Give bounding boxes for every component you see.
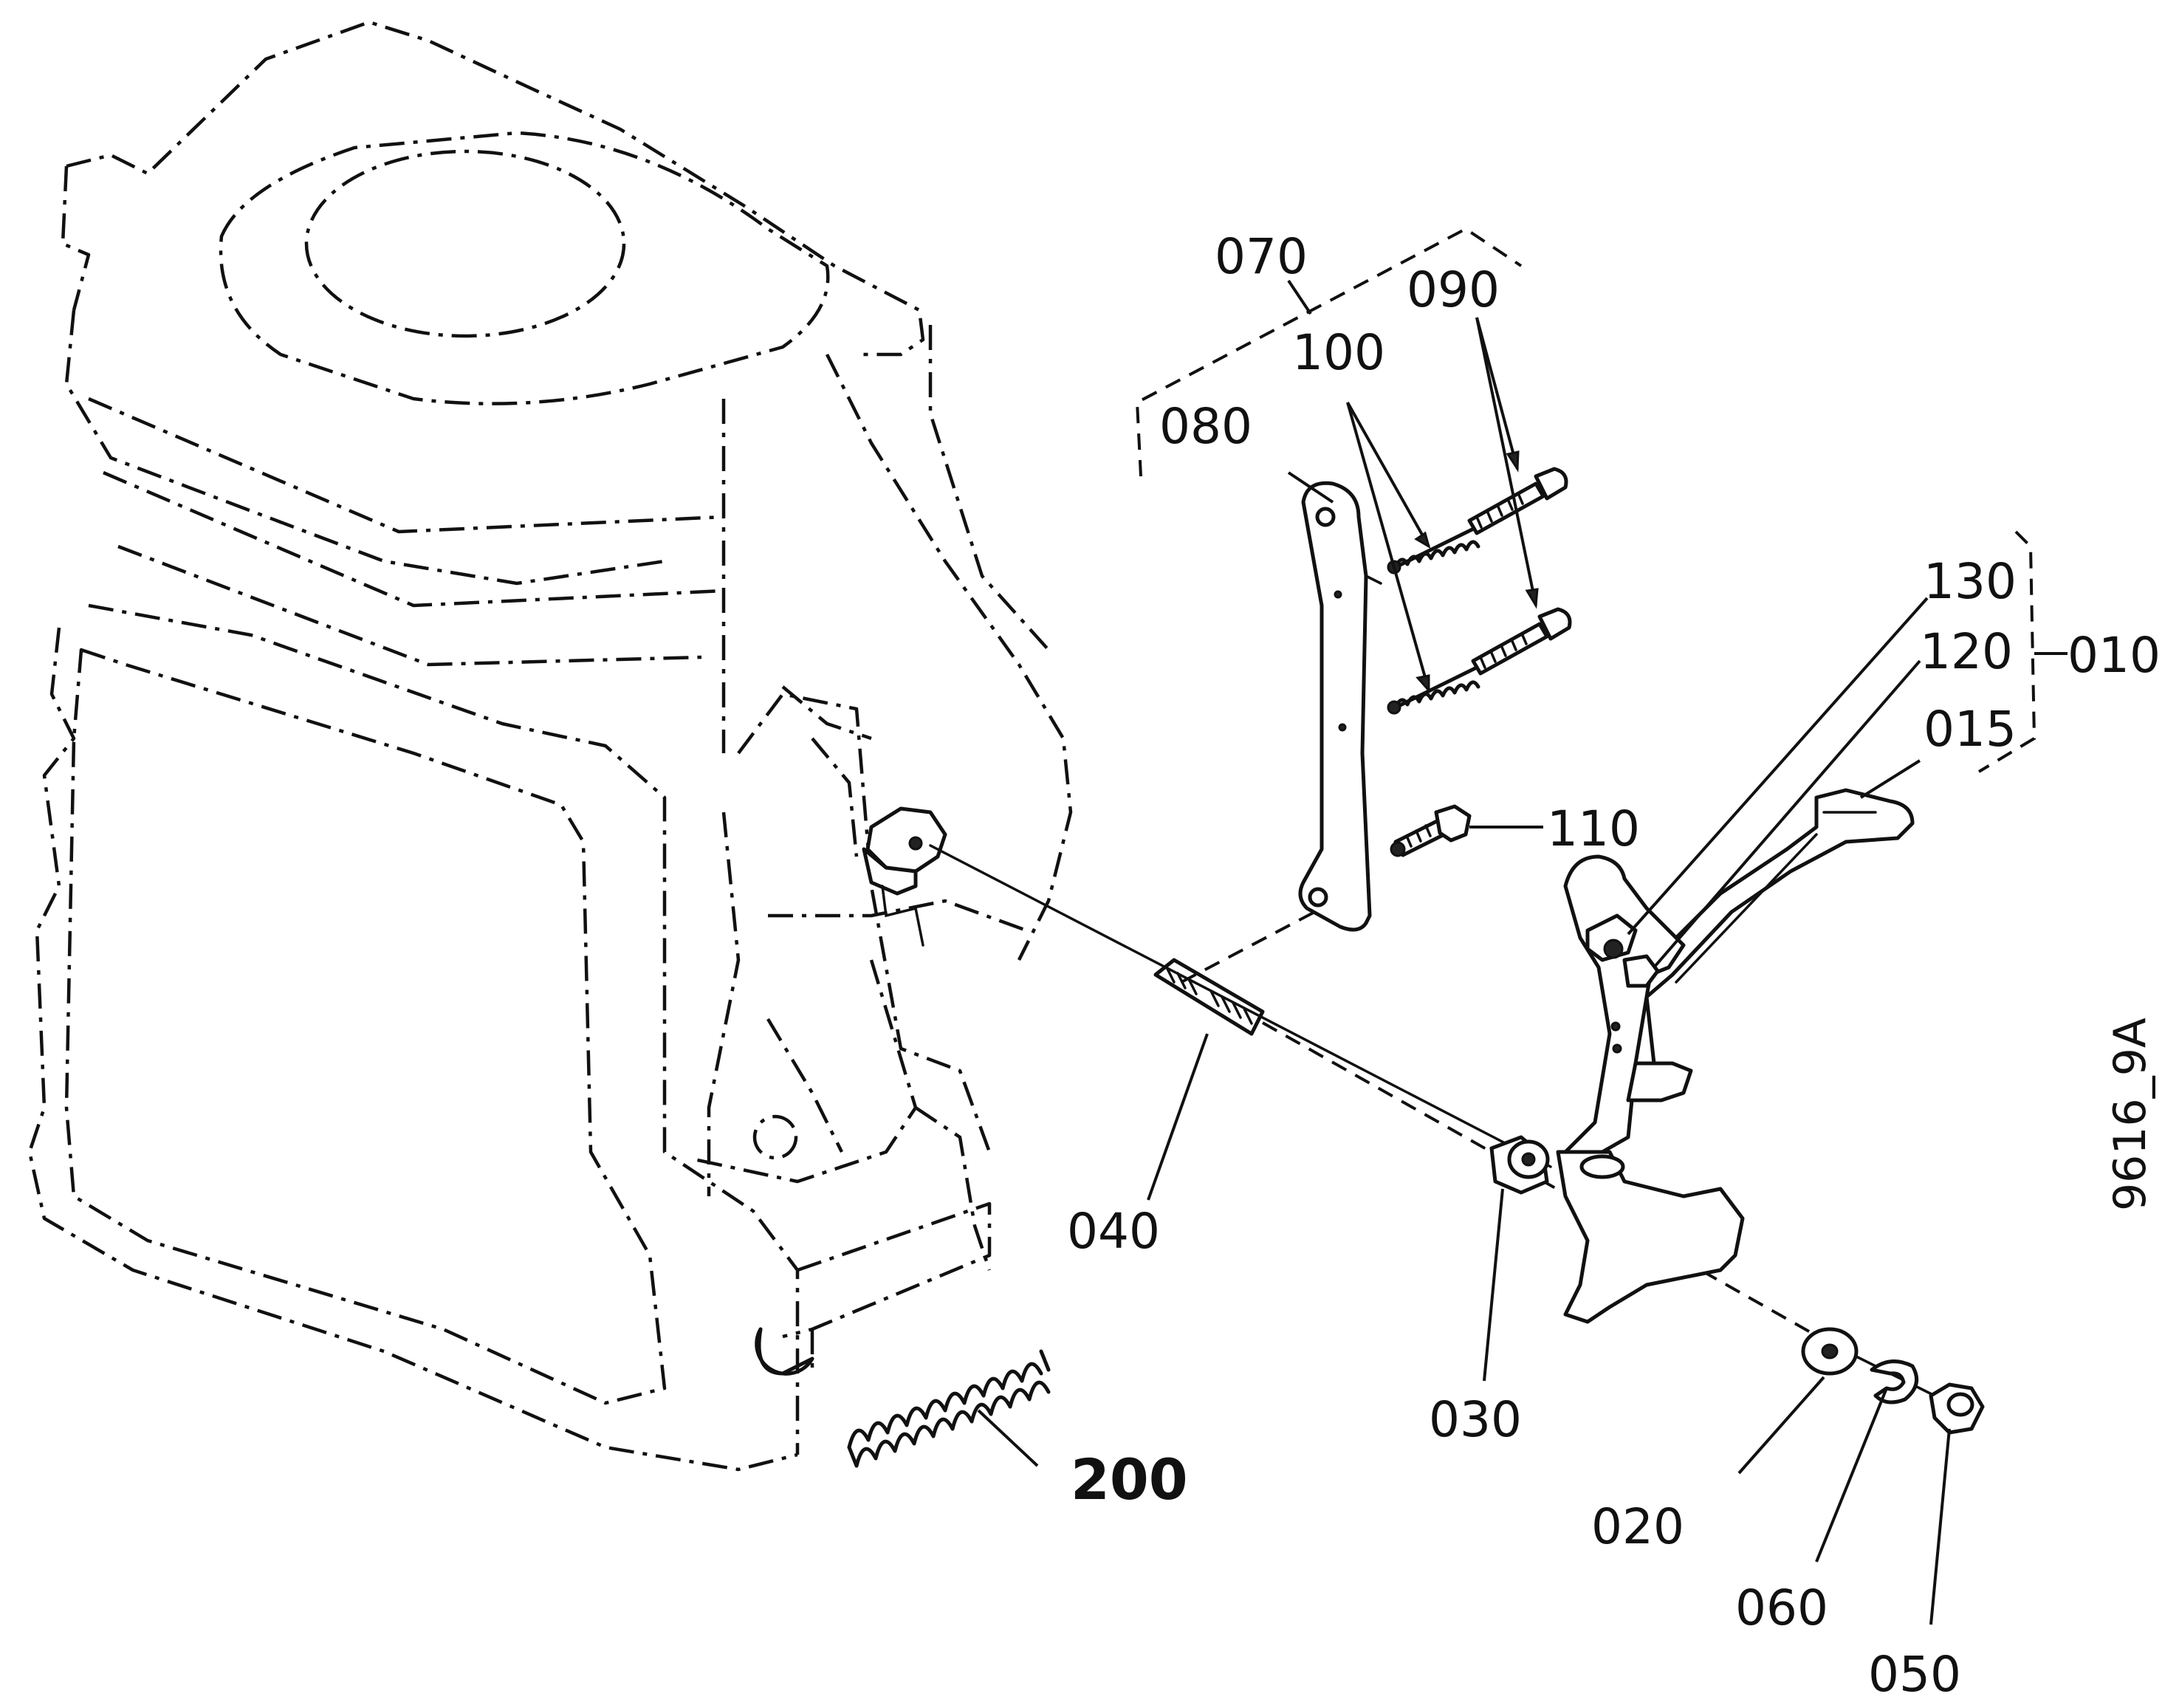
spring-washer-060	[1870, 1359, 1919, 1405]
engine-block-phantom	[27, 20, 1073, 1472]
label-020: 020	[1591, 1498, 1684, 1555]
spring-200	[847, 1349, 1051, 1468]
assembly-bracket-070	[1135, 227, 1523, 477]
nut-050	[1929, 1382, 1985, 1435]
label-120: 120	[1920, 623, 2013, 680]
bolt-110	[1390, 804, 1472, 857]
label-040: 040	[1067, 1203, 1160, 1260]
label-050: 050	[1868, 1646, 1961, 1703]
label-010: 010	[2068, 627, 2161, 684]
governor-shaft-boss	[862, 806, 947, 947]
part-labels: 070 090 100 080 130 120 010 015 110 040 …	[1067, 228, 2161, 1703]
drawing-code: 9616_9A	[2104, 1018, 2156, 1211]
assembly-bracket-010	[1977, 530, 2036, 773]
label-060: 060	[1735, 1580, 1828, 1636]
bracket-080	[1298, 481, 1382, 932]
leader-lines	[977, 279, 2068, 1625]
label-080: 080	[1159, 398, 1252, 455]
label-110: 110	[1547, 800, 1640, 857]
label-070: 070	[1215, 228, 1308, 285]
washer-020	[1801, 1327, 1859, 1376]
spring-100-lower	[1387, 659, 1491, 715]
label-090: 090	[1407, 261, 1500, 318]
label-130: 130	[1924, 553, 2017, 610]
governor-arm	[1556, 854, 1745, 1324]
label-015: 015	[1924, 701, 2017, 758]
stud-040	[1153, 958, 1265, 1036]
label-200: 200	[1071, 1447, 1188, 1512]
collar-030	[1489, 1135, 1550, 1195]
screw-090-lower	[1471, 607, 1572, 676]
label-100: 100	[1292, 324, 1385, 381]
label-030: 030	[1429, 1391, 1522, 1448]
